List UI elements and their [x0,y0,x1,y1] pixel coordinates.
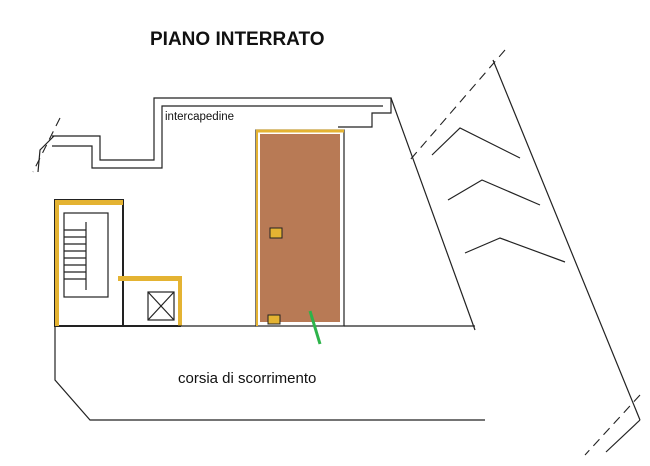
stair-lift-core [54,199,182,327]
intercapedine-label: intercapedine [165,111,234,123]
core-yellow-left [55,200,59,326]
corsia-label: corsia di scorrimento [178,370,316,387]
core-yellow-right [178,280,182,326]
garage-unit [255,129,475,345]
driveway-outline [54,325,485,421]
intercapedine-outline [37,97,392,173]
garage-pillar-1 [269,227,283,239]
core-yellow-step [118,276,182,281]
lift-shaft [147,291,175,321]
garage-pillar-2 [267,314,281,325]
stair-treads [64,222,87,290]
garage-access-marker [308,310,322,345]
plan-title: PIANO INTERRATO [150,29,325,50]
ramp-outline [390,59,641,453]
dashed-boundaries [32,49,641,456]
core-yellow-top [55,200,123,205]
